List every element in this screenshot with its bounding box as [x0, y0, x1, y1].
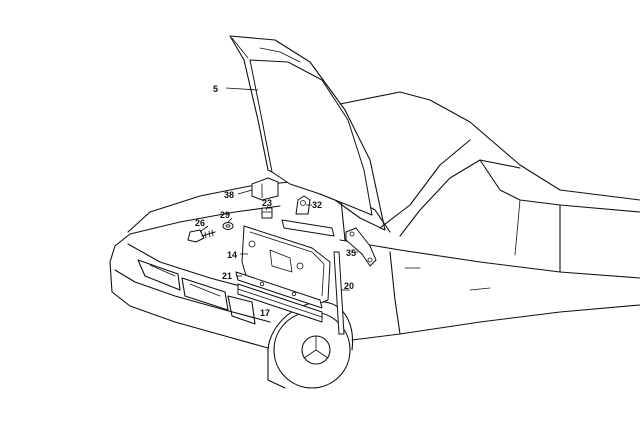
car-body [109, 91, 640, 389]
part-29-washer [222, 222, 234, 230]
callout-35: 35 [346, 248, 356, 258]
part-32-hook [295, 195, 311, 215]
part-35-hinge [345, 227, 377, 267]
callout-5: 5 [213, 84, 218, 94]
part-20-seal [333, 251, 345, 335]
part-26-screw [187, 229, 216, 243]
callout-21: 21 [222, 271, 232, 281]
part-23-clip [261, 207, 273, 219]
part-17-seal-strip [237, 283, 323, 323]
callout-20: 20 [344, 281, 354, 291]
leader-lines [199, 87, 358, 291]
callouts: 5 38 23 32 26 29 14 21 17 20 35 [195, 84, 356, 318]
part-21-strip [235, 271, 323, 309]
callout-17: 17 [260, 308, 270, 318]
callout-14: 14 [227, 250, 237, 260]
callout-23: 23 [262, 198, 272, 208]
callout-32: 32 [312, 200, 322, 210]
callout-26: 26 [195, 218, 205, 228]
hood [229, 35, 386, 231]
callout-29: 29 [220, 210, 230, 220]
callout-38: 38 [224, 190, 234, 200]
support-rod [281, 219, 335, 237]
part-38-bracket [251, 177, 279, 201]
